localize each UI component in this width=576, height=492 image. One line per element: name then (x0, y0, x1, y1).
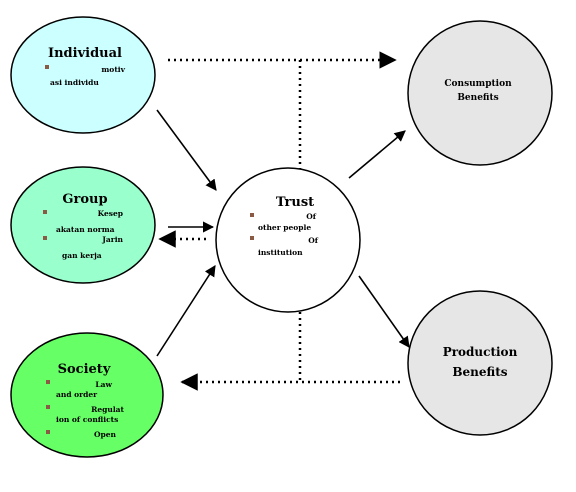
node-society-item-1-line1: Law (95, 380, 112, 389)
bullet-icon (250, 213, 254, 217)
node-individual-title: Individual (48, 46, 122, 61)
arrow-trust-to-consumption (348, 130, 406, 179)
node-consumption-title-line1: Consumption (444, 79, 512, 89)
node-group-shape (10, 166, 156, 284)
node-production-title-line1: Production (443, 345, 518, 359)
node-group-item-1-line2: akatan norma (56, 225, 115, 234)
bullet-icon (43, 210, 47, 214)
node-trust-item-2-line1: Of (308, 236, 319, 245)
node-individual-item-1-line1: motiv (101, 65, 125, 74)
node-society-shape (10, 332, 164, 458)
node-consumption-title-line2: Benefits (457, 93, 498, 103)
node-trust-shape (215, 167, 361, 313)
bullet-icon (46, 405, 50, 409)
connectors (156, 51, 410, 391)
node-society-item-3-line1: Open (94, 430, 117, 439)
bullet-icon (43, 236, 47, 240)
bullet-icon (45, 65, 49, 69)
node-society-item-1-line2: and order (56, 390, 98, 399)
node-consumption-shape (407, 20, 553, 166)
node-group-item-2-line1: Jarin (101, 235, 123, 244)
node-society: Society Law and order Regulat ion of con… (10, 332, 164, 458)
node-consumption-benefits: Consumption Benefits (407, 20, 553, 166)
node-trust-title: Trust (276, 195, 314, 210)
node-trust-item-1-line2: other people (258, 223, 311, 232)
node-society-item-2-line1: Regulat (91, 405, 124, 414)
node-society-title: Society (58, 362, 111, 377)
bullet-icon (46, 430, 50, 434)
node-society-item-2-line2: ion of conflicts (56, 415, 118, 424)
node-individual: Individual motiv asi individu (10, 16, 156, 134)
node-production-title-line2: Benefits (452, 365, 507, 379)
bullet-icon (250, 236, 254, 240)
node-trust-item-1-line1: Of (306, 212, 317, 221)
arrow-individual-to-trust (156, 109, 217, 191)
node-group-item-1-line1: Kesep (98, 209, 123, 218)
node-individual-shape (10, 16, 156, 134)
node-production-shape (407, 290, 553, 436)
bullet-icon (46, 380, 50, 384)
node-group-title: Group (62, 192, 107, 207)
arrow-trust-to-production (358, 275, 410, 348)
node-trust-item-2-line2: institution (258, 248, 303, 257)
arrow-society-to-trust (156, 265, 216, 357)
node-trust: Trust Of other people Of institution (215, 167, 361, 313)
node-production-benefits: Production Benefits (407, 290, 553, 436)
node-group: Group Kesep akatan norma Jarin gan kerja (10, 166, 156, 284)
node-group-item-2-line2: gan kerja (62, 251, 102, 260)
node-individual-item-1-line2: asi individu (50, 78, 99, 87)
